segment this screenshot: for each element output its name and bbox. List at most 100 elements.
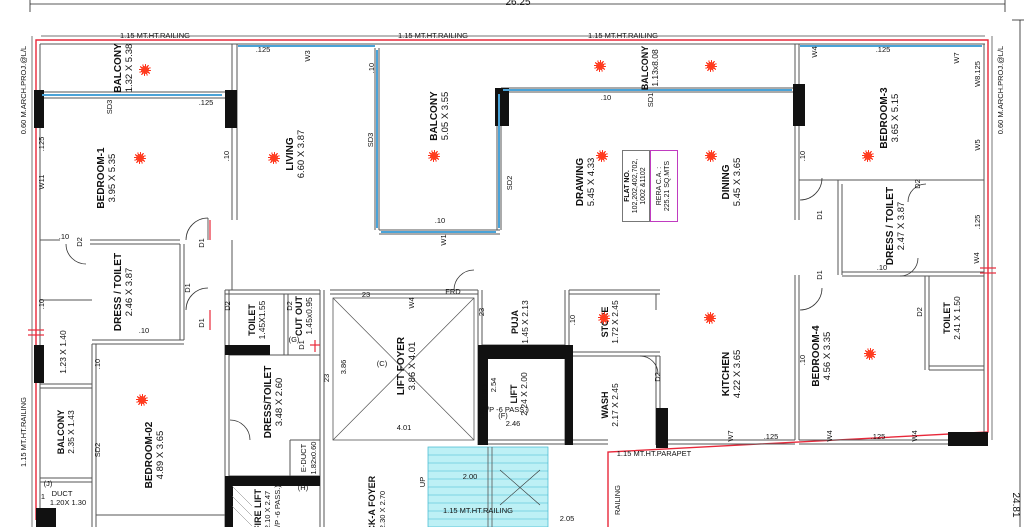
g-code: (G) — [288, 335, 300, 344]
light-point-icon — [139, 64, 151, 76]
duct-code: (J) — [43, 479, 53, 488]
door-tag: D2 — [913, 179, 922, 189]
fire-lift-dims: 2.10 X 2.47 — [263, 490, 272, 527]
duct-label: DUCT — [51, 489, 73, 498]
dim-205: 2.05 — [559, 514, 575, 523]
educt-dims: 1.82x0.60 — [309, 441, 318, 475]
door-tag: D1 — [297, 340, 306, 350]
window-tag: W4 — [407, 297, 416, 309]
window-tag: W7 — [952, 52, 961, 64]
flat-info-flatno: FLAT NO. 102,202,402,702, 1002 &1102 — [624, 159, 648, 214]
dim-386: 3.86 — [339, 359, 348, 375]
spacer-tag: .10 — [58, 232, 70, 241]
door-tag: D1 — [815, 210, 824, 220]
light-point-icon — [862, 150, 874, 162]
spacer-tag: .10 — [798, 354, 807, 366]
educt-label: E-DUCT — [299, 443, 308, 473]
light-point-icon — [136, 394, 148, 406]
light-point-icon — [705, 150, 717, 162]
spacer-tag: .10 — [367, 62, 376, 74]
door-tag: D2 — [223, 301, 232, 311]
fire-lift-pass: (C/P -6 PASS.) — [273, 485, 282, 527]
spacer-tag: .125 — [198, 98, 214, 107]
door-tag: D1 — [815, 270, 824, 280]
lobby-dims: 2.30 X 2.70 — [378, 490, 387, 527]
light-point-icon — [598, 312, 610, 324]
light-point-icon — [134, 152, 146, 164]
spacer-tag: .10 — [138, 326, 150, 335]
door-tag: D2 — [477, 408, 486, 418]
arch-projection-right: 0.60 M.ARCH.PROJ.@L/L — [996, 45, 1005, 135]
window-tag: W4 — [910, 430, 919, 442]
spacer-tag: .10 — [600, 93, 612, 102]
door-tag: SD3 — [366, 132, 375, 148]
flat-info-line5: 225.21 SQ.MTS — [664, 160, 671, 212]
door-tag: SD1 — [646, 92, 655, 108]
frd-label-1: FRD — [445, 287, 461, 296]
flat-info-line1: FLAT NO. — [624, 170, 631, 202]
railing-label-left: 1.15 MT.HT.RAILING — [19, 396, 28, 468]
spacer-tag: .125 — [870, 432, 886, 441]
dim-200: 2.00 — [462, 472, 478, 481]
lobby-label: LOCK-A FOYER — [367, 475, 377, 527]
room-small-1: 1.23 X 1.40 — [58, 330, 68, 374]
spacer-tag: .125 — [973, 214, 982, 230]
railing-label-top-right: 1.15 MT.HT.RAILING — [587, 31, 659, 40]
door-tag: D2 — [75, 237, 84, 247]
flat-info-area: RERA C.A. : 225.21 SQ.MTS — [656, 161, 672, 211]
arch-projection-left: 0.60 M.ARCH.PROJ.@L/L — [19, 45, 28, 135]
door-tag: D2 — [915, 307, 924, 317]
door-tag: D2 — [653, 372, 662, 382]
railing-label-top-left: 1.15 MT.HT.RAILING — [119, 31, 191, 40]
lift-pass-label: (C/P -6 PASS.) — [479, 405, 529, 414]
window-tag: W1 — [439, 234, 448, 246]
railing-label-top-mid: 1.15 MT.HT.RAILING — [397, 31, 469, 40]
spacer-tag: .10 — [568, 314, 577, 326]
spacer-tag: .10 — [222, 150, 231, 162]
door-tag: D2 — [285, 301, 294, 311]
light-point-icon — [596, 150, 608, 162]
door-tag: D1 — [197, 238, 206, 248]
spacer-tag: .10 — [876, 263, 888, 272]
window-tag: W3 — [303, 50, 312, 62]
spacer-tag: .10 — [37, 298, 46, 310]
parapet-label: 1.15 MT.HT.PARAPET — [616, 449, 692, 458]
overall-depth-dimension: 24.81 — [1010, 492, 1021, 518]
spacer-tag: .125 — [37, 136, 46, 152]
dim-1: 1 — [40, 492, 46, 501]
flat-info-box: FLAT NO. 102,202,402,702, 1002 &1102 RER… — [622, 150, 678, 222]
window-tag: W4 — [810, 46, 819, 58]
light-point-icon — [705, 60, 717, 72]
light-point-icon — [594, 60, 606, 72]
foyer-code: (C) — [376, 359, 388, 368]
light-point-icon — [268, 152, 280, 164]
flat-info-line3: 1002 &1102 — [640, 167, 647, 205]
spacer-tag: .10 — [798, 150, 807, 162]
overall-width-dimension: 26.25 — [505, 0, 531, 8]
light-point-icon — [864, 348, 876, 360]
door-tag: SD2 — [93, 442, 102, 458]
fire-lift-label: FIRE LIFT — [253, 489, 263, 527]
window-tag: W4 — [825, 430, 834, 442]
dim-246: 2.46 — [505, 419, 521, 428]
window-tag: W7 — [726, 430, 735, 442]
h-code: (H) — [297, 483, 309, 492]
window-tag: W5 — [973, 139, 982, 151]
